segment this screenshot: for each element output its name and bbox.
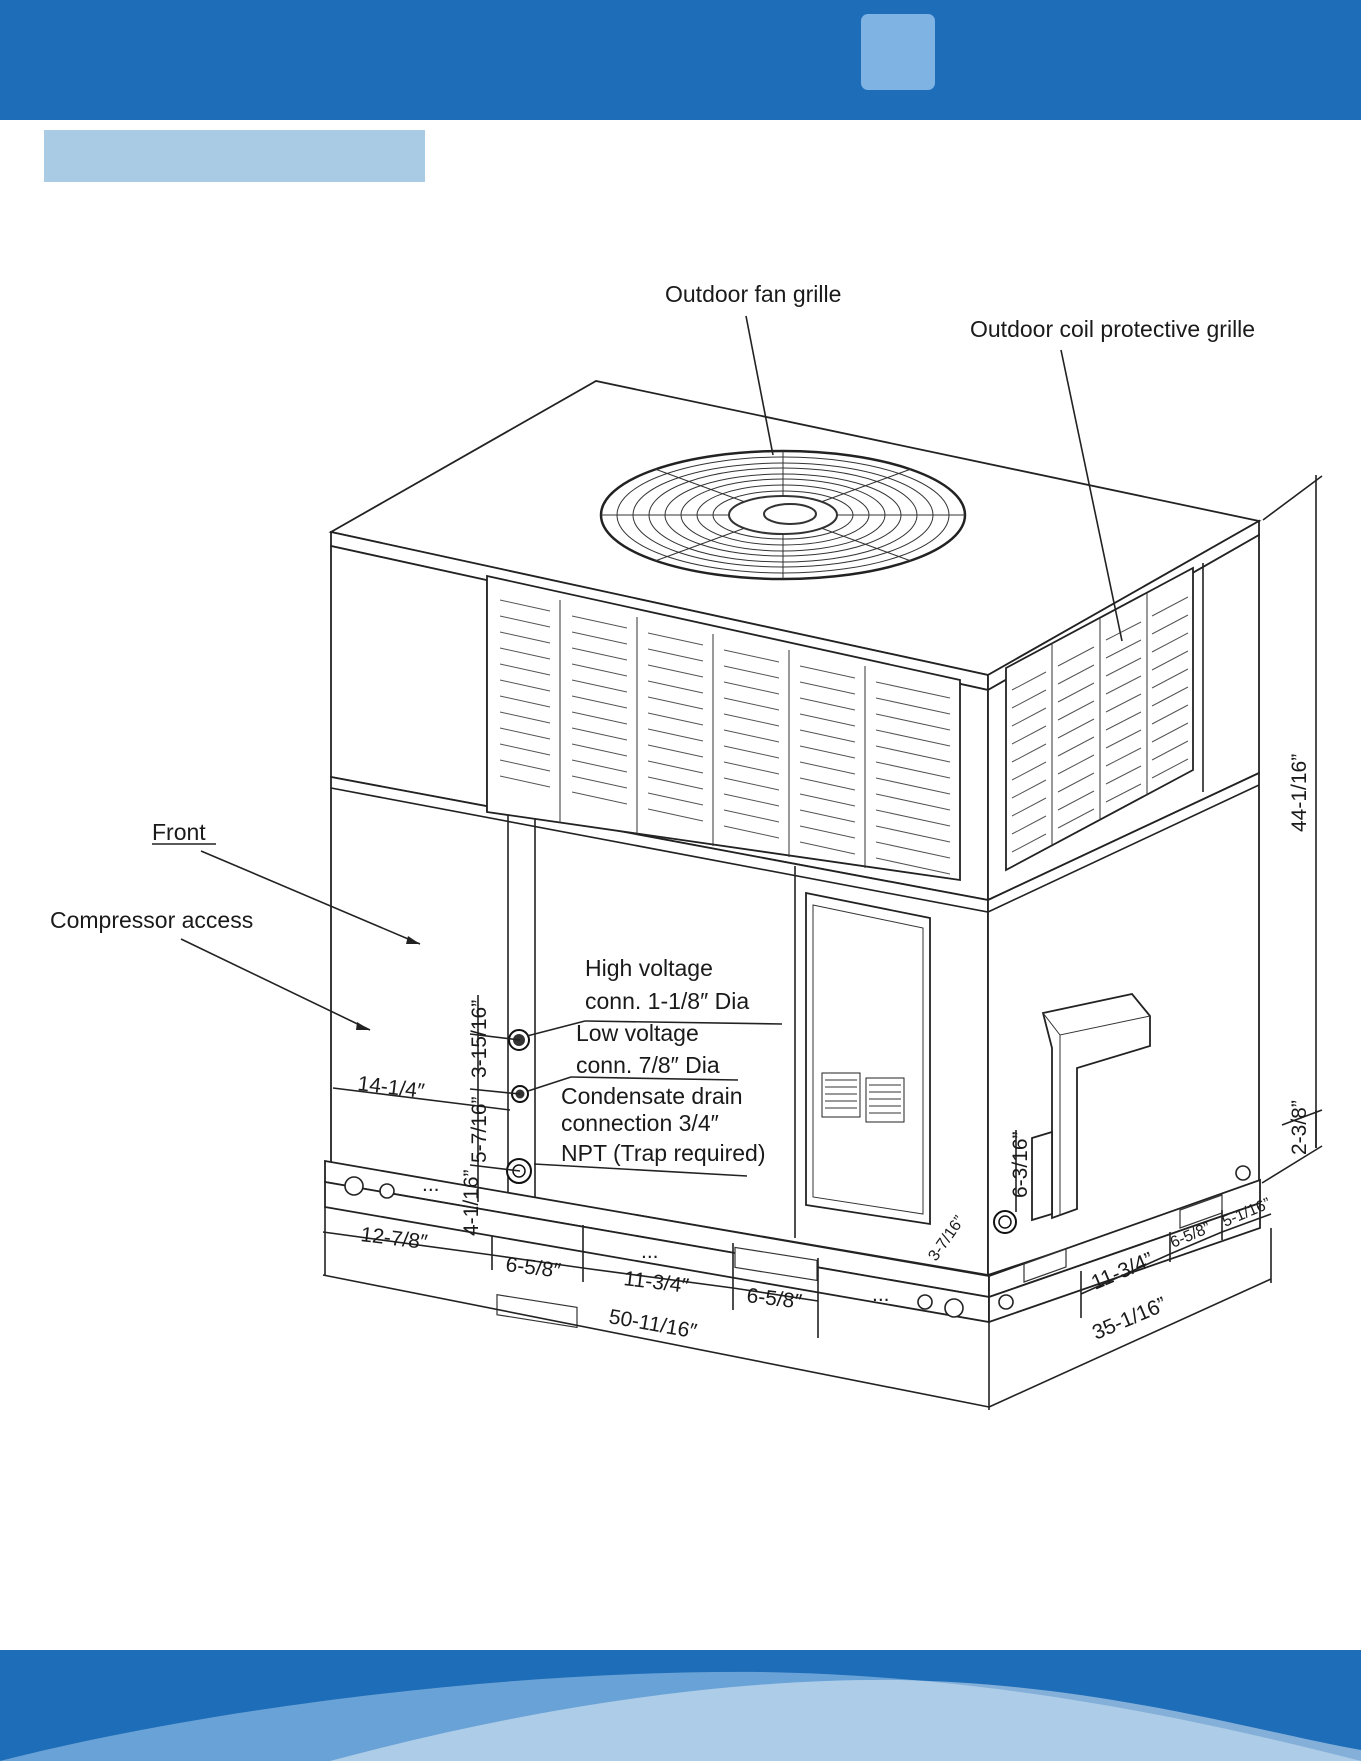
side-duct-transition [1031, 993, 1151, 1222]
side-drain-port [993, 1210, 1017, 1234]
dim-overall-height: 44-1/16” [1288, 754, 1311, 832]
section-title-tab [44, 130, 425, 182]
dim-drain-height: 4-1/16” [460, 1169, 483, 1236]
front-label: Front [152, 819, 206, 845]
condensate-label-line1: Condensate drain [561, 1083, 743, 1109]
high-voltage-label-line1: High voltage [585, 955, 713, 981]
dimension-lines [322, 475, 1323, 1410]
service-access-panel [805, 891, 931, 1226]
compressor-leader [180, 938, 371, 1031]
unit-base-rail [324, 1159, 1261, 1329]
footer-wave-highlight [330, 1679, 1361, 1761]
condensate-label-line3: NPT (Trap required) [561, 1140, 766, 1166]
outdoor-fan-grille [599, 449, 967, 581]
footer-band [0, 1650, 1361, 1761]
dim-overall-depth: 35-1/16” [1089, 1293, 1170, 1345]
low-voltage-label-line2: conn. 7/8″ Dia [576, 1052, 720, 1078]
rail-ellipsis-right: ... [872, 1283, 890, 1306]
coil-grille-label: Outdoor coil protective grille [970, 316, 1255, 342]
callout-arrowheads [356, 936, 420, 1030]
dim-lv-spacing: 5-7/16” [468, 1096, 491, 1163]
high-voltage-label-line2: conn. 1-1/8″ Dia [585, 988, 749, 1014]
low-voltage-label-line1: Low voltage [576, 1020, 699, 1046]
compressor-access-label: Compressor access [50, 907, 253, 933]
condensate-label-line2: connection 3/4″ [561, 1110, 719, 1136]
service-panel-vent [821, 1072, 905, 1123]
dim-base-height: 2-3/8” [1288, 1100, 1311, 1155]
dim-overall-width: 50-11/16″ [607, 1305, 699, 1343]
front-leader [200, 850, 421, 945]
callout-leaders [152, 315, 1123, 1177]
dim-side-drain-height: 6-3/16” [1009, 1131, 1032, 1198]
mid-seam-line [330, 784, 1260, 913]
rail-ellipsis-mid: ... [641, 1240, 659, 1263]
side-coil-louver-grille [1005, 566, 1194, 872]
header-accent-block [861, 14, 935, 90]
front-louver-grille [486, 574, 961, 882]
fan-grille-label: Outdoor fan grille [665, 281, 841, 307]
high-voltage-leader [526, 1020, 586, 1037]
condensate-leader [533, 1163, 748, 1177]
fan-grille-leader [745, 315, 774, 456]
coil-grille-leader [1060, 349, 1123, 642]
dim-hv-spacing: 3-15/16” [468, 1000, 491, 1078]
header-band [0, 0, 1361, 120]
footer-wave [0, 1671, 1361, 1761]
dim-fork-width-a: 6-5/8″ [504, 1253, 562, 1283]
rail-ellipsis-left: ... [422, 1173, 440, 1196]
dim-fork-left: 12-7/8″ [359, 1223, 429, 1254]
low-voltage-leader [527, 1076, 572, 1092]
dim-fork-spacing: 11-3/4″ [622, 1267, 690, 1298]
